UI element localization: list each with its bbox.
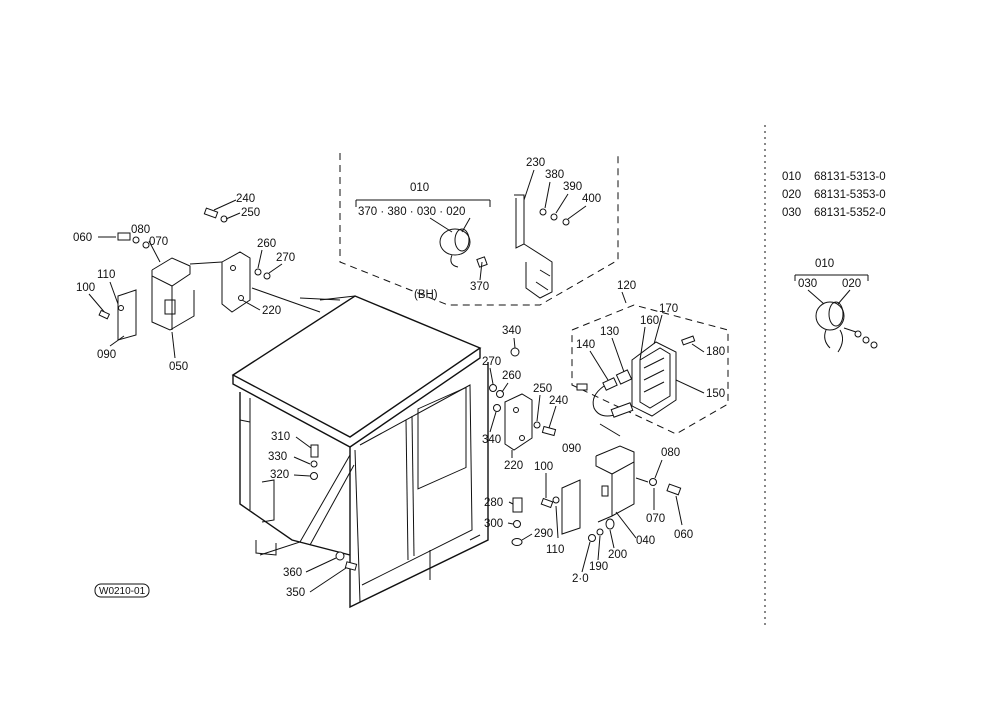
bracket-230: [514, 194, 553, 299]
callout-110-b: 110: [546, 544, 564, 556]
light-assembly-boundary: [571, 304, 729, 435]
callout-340-b: 340: [482, 434, 501, 446]
parts-list-part-number: 68131-5352-0: [814, 207, 886, 219]
callout-270-a: 270: [276, 252, 295, 264]
parts-list-part-number: 68131-5353-0: [814, 189, 886, 201]
callout-060-a: 060: [73, 232, 92, 244]
callout-330: 330: [268, 451, 287, 463]
callout-100-b: 100: [534, 461, 553, 473]
bh-children-numbers: 370 · 380 · 030 · 020: [358, 206, 465, 218]
callout-270-b: 270: [482, 356, 501, 368]
callout-160: 160: [640, 315, 659, 327]
drawing-code-stamp: W0210-01: [94, 583, 150, 598]
callout-230: 230: [526, 157, 545, 169]
callout-150: 150: [706, 388, 725, 400]
parts-list: 010 68131-5313-0 020 68131-5353-0 030 68131…: [782, 168, 886, 222]
bracket-050: [151, 257, 195, 331]
callout-110-a: 110: [97, 269, 115, 281]
callout-240-a: 240: [236, 193, 255, 205]
callout-200: 200: [608, 549, 627, 561]
callout-260-a: 260: [257, 238, 276, 250]
callout-290: 290: [534, 528, 553, 540]
cabin-frame: [231, 295, 489, 609]
callout-170: 170: [659, 303, 678, 315]
callout-340-a: 340: [502, 325, 521, 337]
callout-350: 350: [286, 587, 305, 599]
parts-list-row: 020 68131-5353-0: [782, 186, 886, 204]
callout-080-b: 080: [661, 447, 680, 459]
bracket-040: [595, 445, 635, 523]
callout-390: 390: [563, 181, 582, 193]
svg-text:W0210-01: W0210-01: [99, 586, 146, 597]
parts-list-row: 010 68131-5313-0: [782, 168, 886, 186]
callout-220-b: 220: [504, 460, 523, 472]
callout-040: 040: [636, 535, 655, 547]
callout-050: 050: [169, 361, 188, 373]
callout-070-a: 070: [149, 236, 168, 248]
callout-250-a: 250: [241, 207, 260, 219]
parts-list-item-no: 010: [782, 171, 802, 183]
detail-right-number: 020: [842, 278, 861, 290]
callout-140: 140: [576, 339, 595, 351]
callout-320: 320: [270, 469, 289, 481]
callout-190: 190: [589, 561, 608, 573]
detail-parent-number: 010: [815, 258, 834, 270]
callout-080-a: 080: [131, 224, 150, 236]
plate-090-b: [561, 479, 581, 535]
callout-250-b: 250: [533, 383, 552, 395]
callout-260-b: 260: [502, 370, 521, 382]
detail-left-number: 030: [798, 278, 817, 290]
callout-100-a: 100: [76, 282, 95, 294]
subassembly-boundary: [339, 153, 619, 306]
bh-parent-number: 010: [410, 182, 429, 194]
parts-list-part-number: 68131-5313-0: [814, 171, 886, 183]
callout-380: 380: [545, 169, 564, 181]
callout-060-b: 060: [674, 529, 693, 541]
callout-400: 400: [582, 193, 601, 205]
plate-220-b: [504, 393, 533, 451]
parts-list-row: 030 68131-5352-0: [782, 204, 886, 222]
parts-list-item-no: 020: [782, 189, 802, 201]
callout-360: 360: [283, 567, 302, 579]
plate-220-a: [221, 251, 251, 313]
callout-240-b: 240: [549, 395, 568, 407]
work-light-detail: [807, 289, 878, 353]
callout-310: 310: [271, 431, 290, 443]
callout-070-b: 070: [646, 513, 665, 525]
parts-list-item-no: 030: [782, 207, 802, 219]
callout-090-b: 090: [562, 443, 581, 455]
callout-180: 180: [706, 346, 725, 358]
work-light-150: [592, 341, 677, 418]
callout-300: 300: [484, 518, 503, 530]
callout-090-a: 090: [97, 349, 116, 361]
callout-120: 120: [617, 280, 636, 292]
callout-280: 280: [484, 497, 503, 509]
callout-130: 130: [600, 326, 619, 338]
callout-210: 2·0: [572, 573, 589, 585]
callout-370: 370: [470, 281, 489, 293]
bh-tag: (BH): [414, 289, 438, 301]
work-light-bh: [429, 217, 488, 268]
plate-090-a: [117, 289, 137, 341]
callout-220-a: 220: [262, 305, 281, 317]
